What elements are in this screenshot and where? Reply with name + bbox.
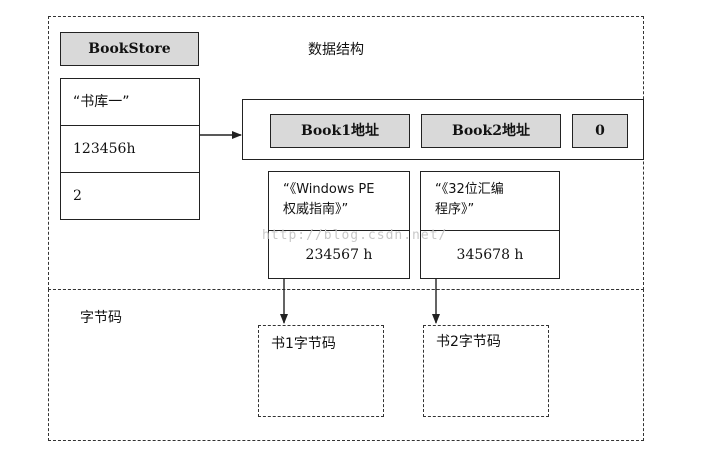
name-field: “书库一” [60,78,200,126]
pointer-slot-book1: Book1地址 [270,114,410,148]
book2-bytecode-label: 书2字节码 [436,334,501,350]
book1-title-line1: “《Windows PE [283,182,375,197]
watermark: http://blog.csdn.net/ [262,228,448,243]
pointer-terminator: 0 [572,114,628,148]
book2-struct: “《32位汇编 程序》” 345678 h [420,171,560,279]
bookstore-label: BookStore [60,32,199,66]
book1-bytecode-box: 书1字节码 [258,325,384,417]
pointer-slot-book2: Book2地址 [421,114,561,148]
book2-bytecode-box: 书2字节码 [423,325,549,417]
book1-address-field: 234567 h [268,230,410,279]
book2-title-line1: “《32位汇编 [435,182,504,197]
bytecode-label: 字节码 [80,310,122,326]
book1-struct: “《Windows PE 权威指南》” 234567 h [268,171,410,279]
book2-title-field: “《32位汇编 程序》” [420,171,560,231]
book1-title-line2: 权威指南》” [283,202,349,217]
book2-address-field: 345678 h [420,230,560,279]
pointer-array [242,99,644,160]
data-structure-title: 数据结构 [308,42,364,58]
book1-bytecode-label: 书1字节码 [271,336,336,352]
bookstore-struct: “书库一” 123456h 2 [60,78,200,220]
book2-title-line2: 程序》” [435,202,475,217]
book1-title-field: “《Windows PE 权威指南》” [268,171,410,231]
bytecode-region [48,289,644,441]
pointer-field: 123456h [60,125,200,173]
count-field: 2 [60,172,200,220]
